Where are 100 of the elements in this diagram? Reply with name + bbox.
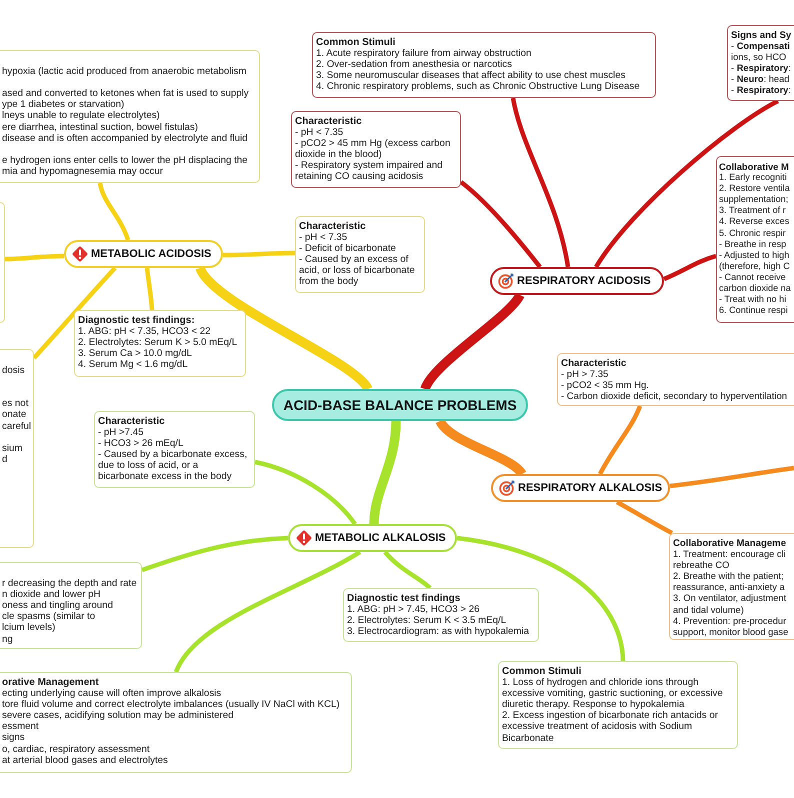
note-text: - Respiratory: [731, 63, 791, 74]
note-text: hypoxia (lactic acid produced from anaerobic metabolism [2, 66, 246, 78]
note-text: es not [2, 398, 28, 410]
central-topic-label: ACID-BASE BALANCE PROBLEMS [283, 397, 517, 413]
note-text: - Carbon dioxide deficit, secondary to hyperventilation [561, 391, 788, 402]
note-text: e hydrogen ions enter cells to lower the pH displacing the [2, 154, 248, 166]
note-text: lcium levels) [2, 622, 56, 634]
note-text: - pCO2 > 45 mm Hg (excess carbon dioxide in the blood) [295, 138, 452, 160]
note-box [669, 533, 794, 640]
note-heading: Characteristic [98, 416, 165, 428]
branch-line [144, 268, 154, 310]
branch-line [32, 266, 117, 360]
note-text: 4. Prevention: pre-procedur [673, 616, 786, 627]
note-heading: Collaborative M [719, 161, 789, 172]
note-text: - Compensati [731, 41, 790, 52]
note-text: 3. Some neuromuscular diseases that affect ability to use chest muscles [316, 70, 626, 82]
note-heading: Diagnostic test findings: [78, 315, 195, 326]
note-text: 2. Breathe with the patient; [673, 571, 784, 582]
note-text: at arterial blood gases and electrolytes [2, 754, 168, 766]
note-text: - pCO2 < 35 mm Hg. [561, 380, 649, 392]
note-text: 3. Electrocardiogram: as with hypokalemia [347, 626, 529, 638]
note-text: - Respiratory: [731, 85, 791, 97]
note-text: 1. Early recogniti [719, 172, 787, 184]
note-text: r decreasing the depth and rate [2, 578, 137, 590]
note-box [0, 562, 142, 649]
topic-label: RESPIRATORY ACIDOSIS [517, 274, 651, 288]
note-text: 2. Electrolytes: Serum K < 3.5 mEq/L [347, 615, 506, 626]
note-text: 3. On ventilator, adjustment [673, 593, 786, 605]
note-text: 6. Continue respi [719, 305, 788, 316]
note-text: - Caused by a bicarbonate excess, due to loss of acid, or a bicarbonate excess in the body [98, 449, 248, 483]
note-text: and tidal volume) [673, 604, 744, 616]
note-text: ions, so HCO [731, 52, 786, 64]
note-text: - Respiratory system impaired and retaining CO causing acidosis [295, 160, 444, 183]
note-text: 1. ABG: pH > 7.45, HCO3 > 26 [347, 604, 480, 616]
note-text: 3. Treatment of r [719, 205, 786, 216]
note-text: reassurance, anti-anxiety a [673, 582, 785, 594]
note-text: 5. Chronic respir [719, 228, 786, 239]
note-box [74, 310, 246, 377]
note-box [0, 202, 5, 323]
note-text: rebreathe CO [673, 560, 730, 572]
branch-line [598, 405, 642, 476]
branch-line [369, 420, 401, 524]
topic-label: METABOLIC ALKALOSIS [315, 532, 446, 544]
note-text: - Cannot receive [719, 272, 786, 284]
note-text: carbon dioxide na [719, 283, 791, 294]
topic-label: RESPIRATORY ALKALOSIS [518, 482, 662, 494]
branch-line [436, 418, 526, 477]
note-heading: Diagnostic test findings [347, 593, 460, 604]
note-text: careful [2, 420, 30, 432]
note-text: mia and hypomagnesemia may occur [2, 166, 163, 178]
note-text: 2. Over-sedation from anesthesia or narcotics [316, 59, 512, 70]
note-heading: Common Stimuli [316, 37, 396, 48]
note-text: 4. Serum Mg < 1.6 mg/dL [78, 359, 188, 370]
note-text: - pH >7.45 [98, 427, 144, 438]
note-text: 1. Treatment: encourage cli [673, 549, 786, 560]
note-text: 1. Loss of hydrogen and chloride ions through excessive vomiting, gastric suctioning, or excessive diuretic therapy. Response to hypokalemia [502, 677, 724, 710]
topic-pill [490, 267, 664, 295]
note-text: cle spasms (similar to [2, 611, 96, 622]
note-text: - pH < 7.35 [295, 127, 344, 138]
note-text: dosis [2, 365, 25, 376]
note-text: support, monitor blood gase [673, 626, 788, 638]
branch-line [4, 254, 64, 262]
branch-line [196, 266, 372, 392]
branch-line [98, 182, 130, 241]
note-box [498, 661, 738, 749]
note-box [291, 111, 461, 188]
note-text: tore fluid volume and correct electrolyte imbalances (usually IV NaCl with KCL) [2, 699, 340, 710]
note-heading: Characteristic [561, 358, 626, 370]
note-box [343, 588, 539, 642]
note-box [312, 32, 656, 98]
note-text: essment [2, 721, 39, 732]
note-text: ased and converted to ketones when fat is used to supply [2, 88, 249, 100]
note-text: 1. ABG: pH < 7.35, HCO3 < 22 [78, 326, 210, 338]
branch-line [222, 250, 296, 258]
note-text: 3. Serum Ca > 10.0 mg/dL [78, 348, 192, 360]
note-text: 2. Excess ingestion of bicarbonate rich antacids or excessive treatment of acidosis with Sodium Bicarbonate [502, 710, 719, 744]
branch-line [594, 99, 780, 268]
note-heading: orative Management [2, 677, 99, 688]
note-text: 1. Acute respiratory failure from airway obstruction [316, 48, 532, 60]
note-text: - pH > 7.35 [561, 369, 608, 380]
note-text: - Treat with no hi [719, 294, 786, 306]
note-text: n dioxide and lower pH [2, 589, 101, 600]
note-text: 4. Chronic respiratory problems, such as Chronic Obstructive Lung Disease [316, 81, 640, 92]
note-text: - Breathe in resp [719, 238, 786, 250]
note-text: severe cases, acidifying solution may be administered [2, 710, 234, 722]
note-text: oness and tingling around [2, 600, 113, 612]
note-box [557, 353, 794, 406]
note-text: d [2, 454, 8, 465]
note-text: - Neuro: head [731, 74, 790, 86]
note-text: supplementation; [719, 194, 788, 206]
branch-line [456, 536, 626, 662]
note-text: - HCO3 > 26 mEq/L [98, 438, 184, 450]
note-text: ype 1 diabetes or starvation) [2, 99, 124, 110]
note-text: 4. Reverse exces [719, 216, 790, 228]
branch-line [616, 500, 674, 535]
branch-line [383, 550, 432, 590]
note-box [0, 349, 34, 548]
note-box [716, 156, 794, 323]
note-text: lneys unable to regulate electrolytes) [2, 110, 160, 122]
note-text: disease and is often accompanied by electrolyte and fluid [2, 132, 248, 144]
